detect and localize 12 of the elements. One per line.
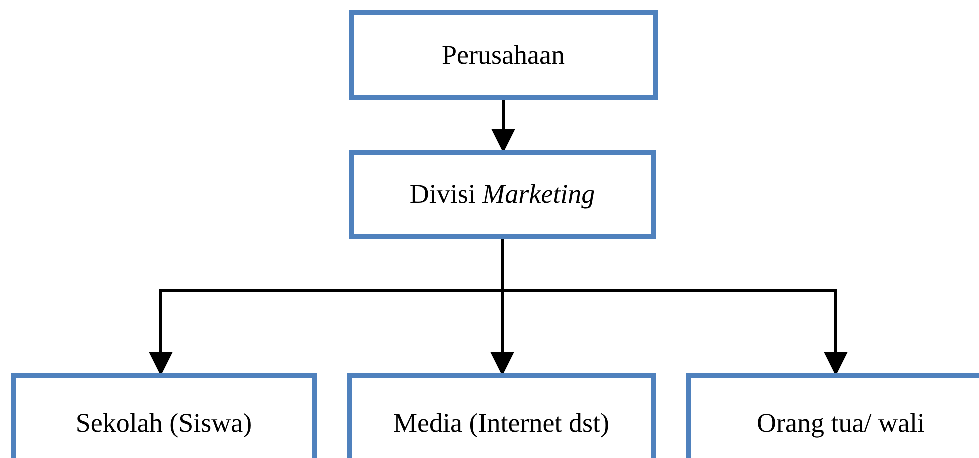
process-box	[349, 150, 656, 239]
arrow	[492, 100, 516, 153]
process-box	[347, 373, 656, 458]
box-label: Media (Internet dst)	[394, 408, 610, 438]
process-box	[11, 373, 317, 458]
box-label: Divisi Marketing	[410, 179, 596, 210]
arrow	[501, 239, 848, 376]
box-label: Sekolah (Siswa)	[76, 408, 252, 438]
process-box	[686, 373, 979, 458]
process-box	[349, 10, 658, 100]
box-label: Orang tua/ wali	[757, 408, 925, 438]
box-label: Perusahaan	[442, 40, 565, 70]
